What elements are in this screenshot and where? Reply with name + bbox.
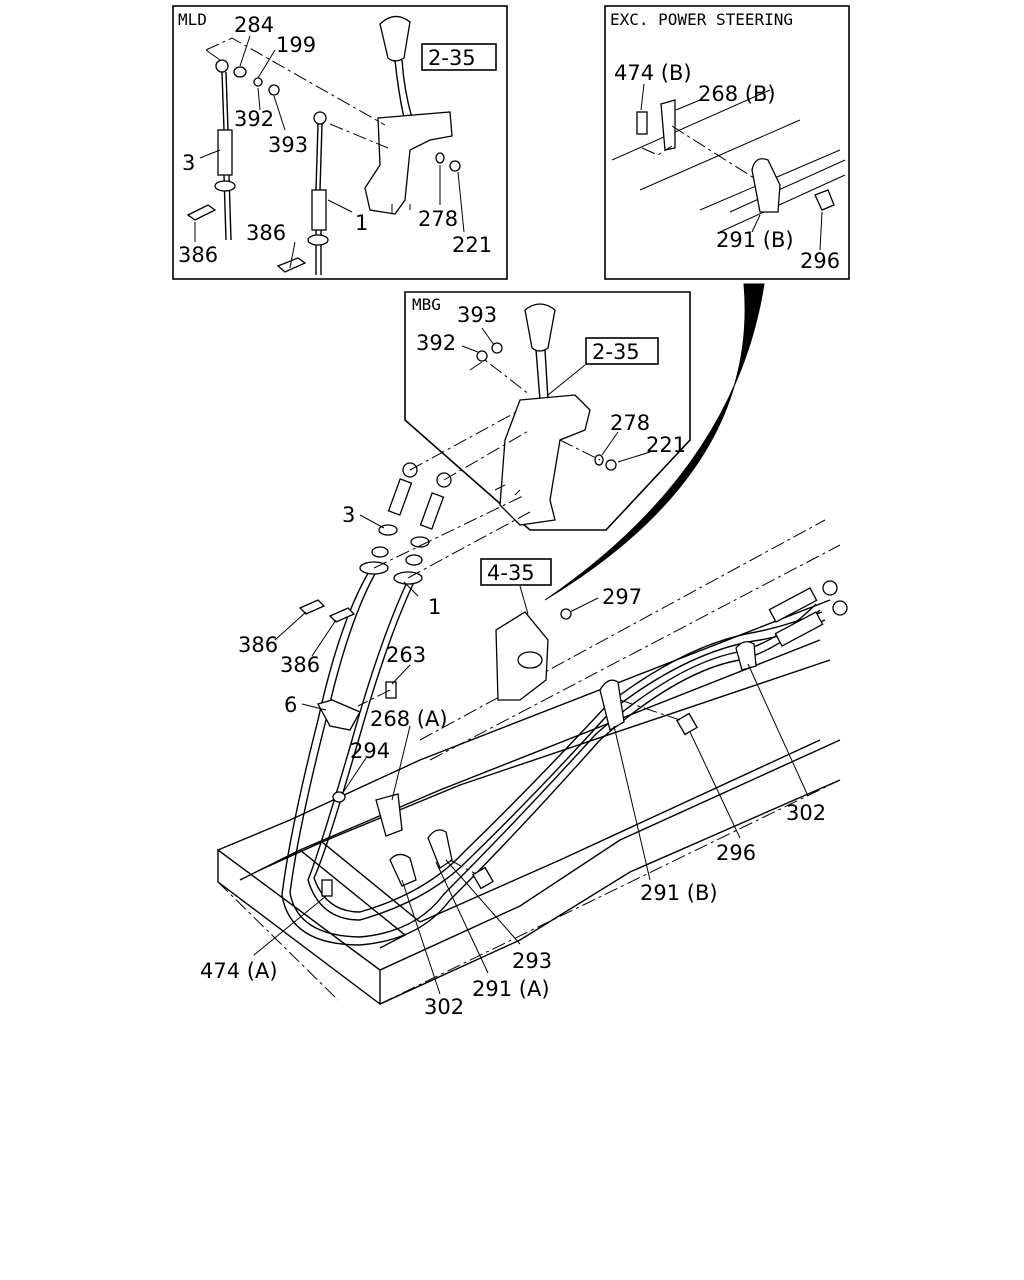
label-main-291a: 291 (A)	[472, 977, 550, 1001]
label-mld-1: 1	[355, 211, 368, 235]
label-ps-291b: 291 (B)	[716, 228, 794, 252]
bracket-6	[317, 699, 361, 731]
label-ps-296: 296	[800, 249, 840, 273]
label-mbg-393: 393	[457, 303, 497, 327]
label-main-294: 294	[350, 739, 390, 763]
bolt-293	[472, 866, 494, 890]
label-mld-393: 393	[268, 133, 308, 157]
main-ref-label: 4-35	[487, 561, 535, 585]
power-steering-inset: EXC. POWER STEERING 474 (B) 268 (B) 291 …	[604, 5, 850, 280]
bracket-4-35	[480, 558, 572, 701]
label-mld-386-right: 386	[246, 221, 286, 245]
label-main-293: 293	[512, 949, 552, 973]
label-mld-3: 3	[182, 151, 195, 175]
mld-cable-3	[214, 59, 236, 241]
mld-inset: MLD 2-35	[172, 5, 508, 280]
right-cable-ends	[768, 580, 848, 647]
bolt-263	[385, 681, 397, 699]
bracket-268a	[375, 793, 403, 837]
label-mbg-221: 221	[646, 433, 686, 457]
label-mld-199: 199	[276, 33, 316, 57]
label-main-1: 1	[428, 595, 441, 619]
label-main-296: 296	[716, 841, 756, 865]
label-mld-392: 392	[234, 107, 274, 131]
mld-ref-label: 2-35	[428, 46, 476, 70]
label-main-386-b: 386	[280, 653, 320, 677]
mld-title: MLD	[178, 10, 207, 29]
shift-cables	[281, 569, 826, 946]
label-ps-474b: 474 (B)	[614, 61, 692, 85]
mld-ref-box	[421, 43, 497, 71]
vehicle-frame	[217, 519, 841, 1006]
mbg-ref-label: 2-35	[592, 340, 640, 364]
label-main-297: 297	[602, 585, 642, 609]
power-steering-title: EXC. POWER STEERING	[610, 10, 793, 29]
label-main-302-bottom: 302	[424, 995, 464, 1019]
label-ps-268b: 268 (B)	[698, 82, 776, 106]
label-mld-278: 278	[418, 207, 458, 231]
mld-cable-1	[307, 111, 329, 275]
clip-386-b	[328, 607, 356, 623]
label-mbg-392: 392	[416, 331, 456, 355]
clamp-291a	[427, 829, 453, 869]
label-mbg-278: 278	[610, 411, 650, 435]
label-mld-284: 284	[234, 13, 274, 37]
label-mld-386-left: 386	[178, 243, 218, 267]
label-main-3: 3	[342, 503, 355, 527]
mbg-inset: MBG 2-35 393 392 278 221	[404, 291, 691, 531]
nut-294	[332, 791, 346, 803]
label-mld-221: 221	[452, 233, 492, 257]
label-main-302-right: 302	[786, 801, 826, 825]
main-assembly: 4-35	[200, 409, 848, 1019]
mbg-title: MBG	[412, 295, 441, 314]
clip-302-right	[735, 641, 757, 671]
clip-302-lower	[389, 853, 417, 887]
label-main-263: 263	[386, 643, 426, 667]
clamp-291b	[599, 679, 625, 731]
mbg-ref-box	[585, 337, 659, 365]
label-main-291b: 291 (B)	[640, 881, 718, 905]
mld-shift-lever	[364, 15, 453, 215]
label-main-474a: 474 (A)	[200, 959, 278, 983]
label-main-6: 6	[284, 693, 297, 717]
bolt-474a	[321, 879, 333, 897]
mbg-shift-lever	[494, 303, 591, 526]
label-main-268a: 268 (A)	[370, 707, 448, 731]
clip-386-a	[298, 599, 326, 615]
inset-pointer-arrow	[544, 283, 765, 601]
label-main-386-a: 386	[238, 633, 278, 657]
bolt-296	[676, 712, 698, 736]
